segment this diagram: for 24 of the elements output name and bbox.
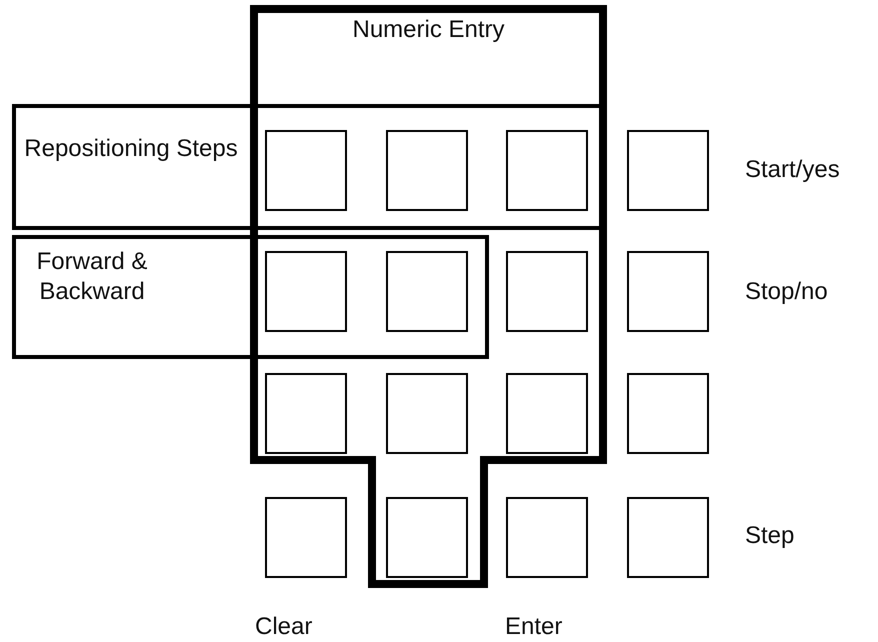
keypad-key <box>265 373 347 454</box>
keypad-key <box>627 130 709 211</box>
key-label: Enter <box>505 612 562 642</box>
keypad-key <box>265 251 347 332</box>
region-label: Repositioning Steps <box>23 134 239 164</box>
region-label: Numeric Entry <box>351 15 506 45</box>
keypad-key <box>265 130 347 211</box>
keypad-key <box>506 251 588 332</box>
keypad-key <box>386 130 468 211</box>
keypad-key <box>386 497 468 578</box>
keypad-key <box>627 373 709 454</box>
keypad-key <box>627 497 709 578</box>
keypad-key <box>506 130 588 211</box>
region-label: Forward & Backward <box>36 247 148 307</box>
keypad-key <box>265 497 347 578</box>
key-label: Start/yes <box>745 155 840 185</box>
keypad-key <box>386 373 468 454</box>
key-label: Step <box>745 521 794 551</box>
keypad-key <box>506 373 588 454</box>
keypad-key <box>386 251 468 332</box>
keypad-key <box>506 497 588 578</box>
key-label: Stop/no <box>745 277 828 307</box>
keypad-key <box>627 251 709 332</box>
key-label: Clear <box>255 612 312 642</box>
